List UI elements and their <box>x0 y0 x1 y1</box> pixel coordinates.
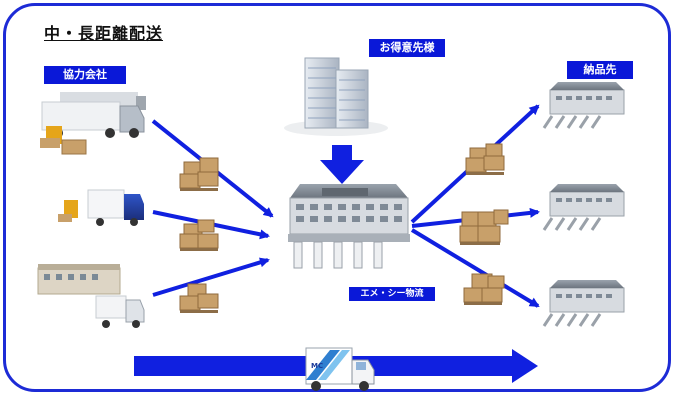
diagram-title: 中・長距離配送 <box>44 24 164 43</box>
partner-truck-icon <box>40 92 146 155</box>
office-building-icon <box>284 57 388 136</box>
arrow-delivery-3 <box>410 228 540 308</box>
center-label: エメ・シー物流 <box>349 287 435 301</box>
delivery-label: 納品先 <box>567 61 633 79</box>
delivery-warehouse-icon <box>542 184 625 231</box>
delivery-warehouse-icon <box>542 280 625 327</box>
arrow-partner-3 <box>152 257 270 297</box>
client-arrow <box>320 145 364 184</box>
delivery-truck-icon: MC <box>305 347 375 391</box>
cardboard-box-icon <box>179 143 509 313</box>
partner-truck-icon <box>58 189 144 226</box>
delivery-warehouse-icon <box>542 82 625 129</box>
distribution-center-icon <box>288 184 410 269</box>
partner-warehouse-icon <box>37 264 145 328</box>
partner-label: 協力会社 <box>44 66 126 84</box>
truck-logo-text: MC <box>311 362 323 370</box>
inbound-arrows <box>151 119 274 297</box>
client-label: お得意先様 <box>369 39 445 57</box>
